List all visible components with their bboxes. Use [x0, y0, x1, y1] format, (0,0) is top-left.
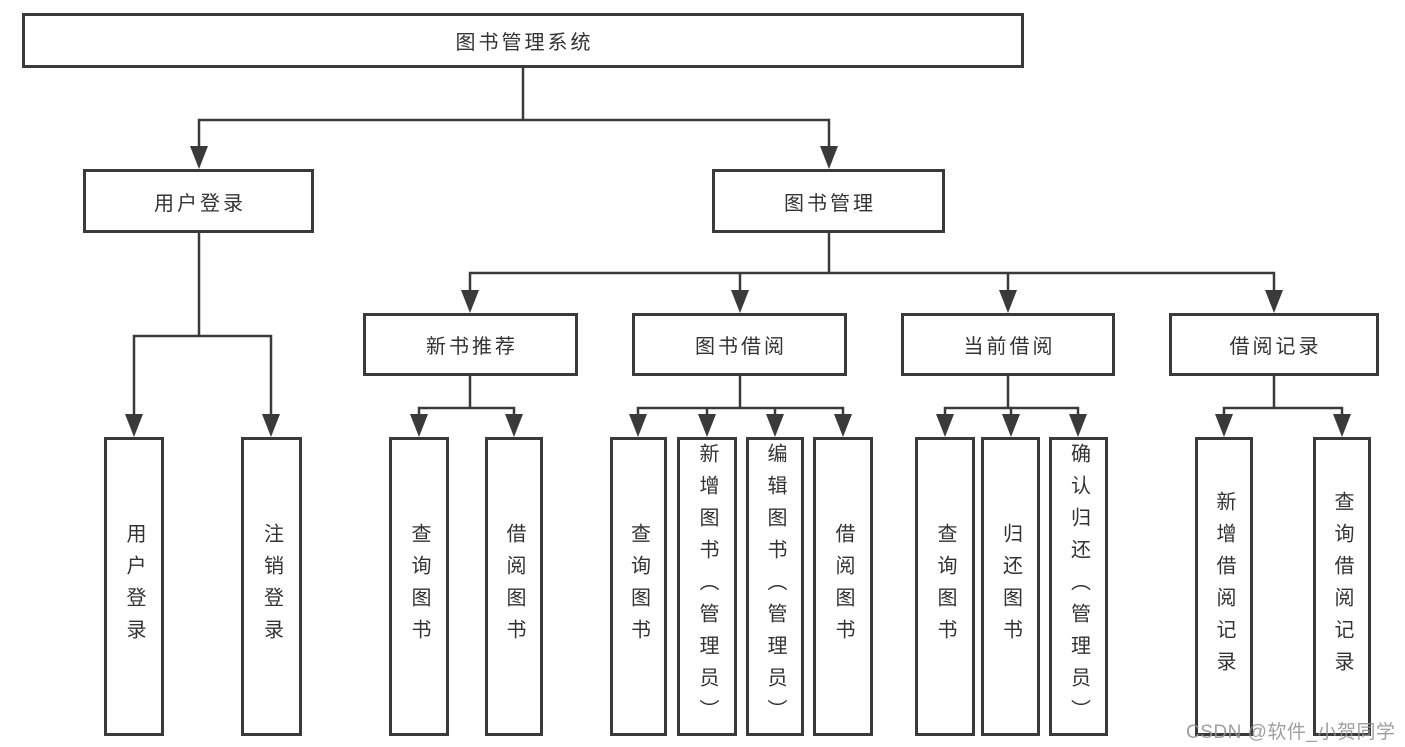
arrowhead [262, 414, 280, 437]
leaf-borrow-books-2: 借阅图书 [813, 437, 873, 736]
arrowhead [999, 290, 1017, 313]
arrowhead [1069, 414, 1087, 437]
node-new-book-recommend: 新书推荐 [363, 313, 578, 376]
edge-current-to-leaves [943, 374, 1080, 416]
arrowhead [125, 414, 143, 437]
arrowhead [820, 146, 838, 169]
arrowhead [410, 414, 428, 437]
edge-records-to-leaves [1222, 374, 1344, 416]
leaf-logout: 注销登录 [241, 437, 302, 736]
arrowhead [505, 414, 523, 437]
arrowhead [1002, 414, 1020, 437]
arrowhead [1265, 290, 1283, 313]
leaf-query-books-2: 查询图书 [610, 437, 667, 736]
leaf-query-borrow-record: 查询借阅记录 [1313, 437, 1371, 736]
leaf-user-login: 用户登录 [104, 437, 164, 736]
arrowhead [698, 414, 716, 437]
arrowhead [731, 290, 749, 313]
leaf-return-books: 归还图书 [981, 437, 1040, 736]
arrowhead [629, 414, 647, 437]
edge-userlogin-to-leaves [132, 231, 273, 416]
arrowhead [766, 414, 784, 437]
leaf-add-borrow-record: 新增借阅记录 [1195, 437, 1253, 736]
arrowhead [936, 414, 954, 437]
arrowheads [125, 146, 1351, 437]
arrowhead [1215, 414, 1233, 437]
edge-bookmgmt-to-level3 [468, 231, 1276, 292]
leaf-add-books-admin: 新增图书（管理员） [677, 437, 737, 736]
node-book-management: 图书管理 [712, 169, 945, 233]
leaf-borrow-books-1: 借阅图书 [485, 437, 543, 736]
arrowhead [461, 290, 479, 313]
arrowhead [190, 146, 208, 169]
node-library-system: 图书管理系统 [22, 13, 1024, 68]
node-user-login: 用户登录 [83, 169, 314, 233]
arrowhead [1333, 414, 1351, 437]
node-book-borrow: 图书借阅 [632, 313, 847, 376]
node-borrow-records: 借阅记录 [1169, 313, 1379, 376]
edge-newbook-to-leaves [417, 374, 516, 416]
arrowhead [834, 414, 852, 437]
leaf-query-books-3: 查询图书 [915, 437, 975, 736]
leaf-confirm-return-admin: 确认归还（管理员） [1049, 437, 1108, 736]
edge-root-to-level2 [197, 66, 831, 148]
node-current-borrow: 当前借阅 [901, 313, 1115, 376]
leaf-query-books-1: 查询图书 [389, 437, 449, 736]
leaf-edit-books-admin: 编辑图书（管理员） [746, 437, 804, 736]
csdn-watermark: CSDN @软件_小贺同学 [1186, 722, 1396, 743]
edge-borrow-to-leaves [636, 374, 845, 416]
